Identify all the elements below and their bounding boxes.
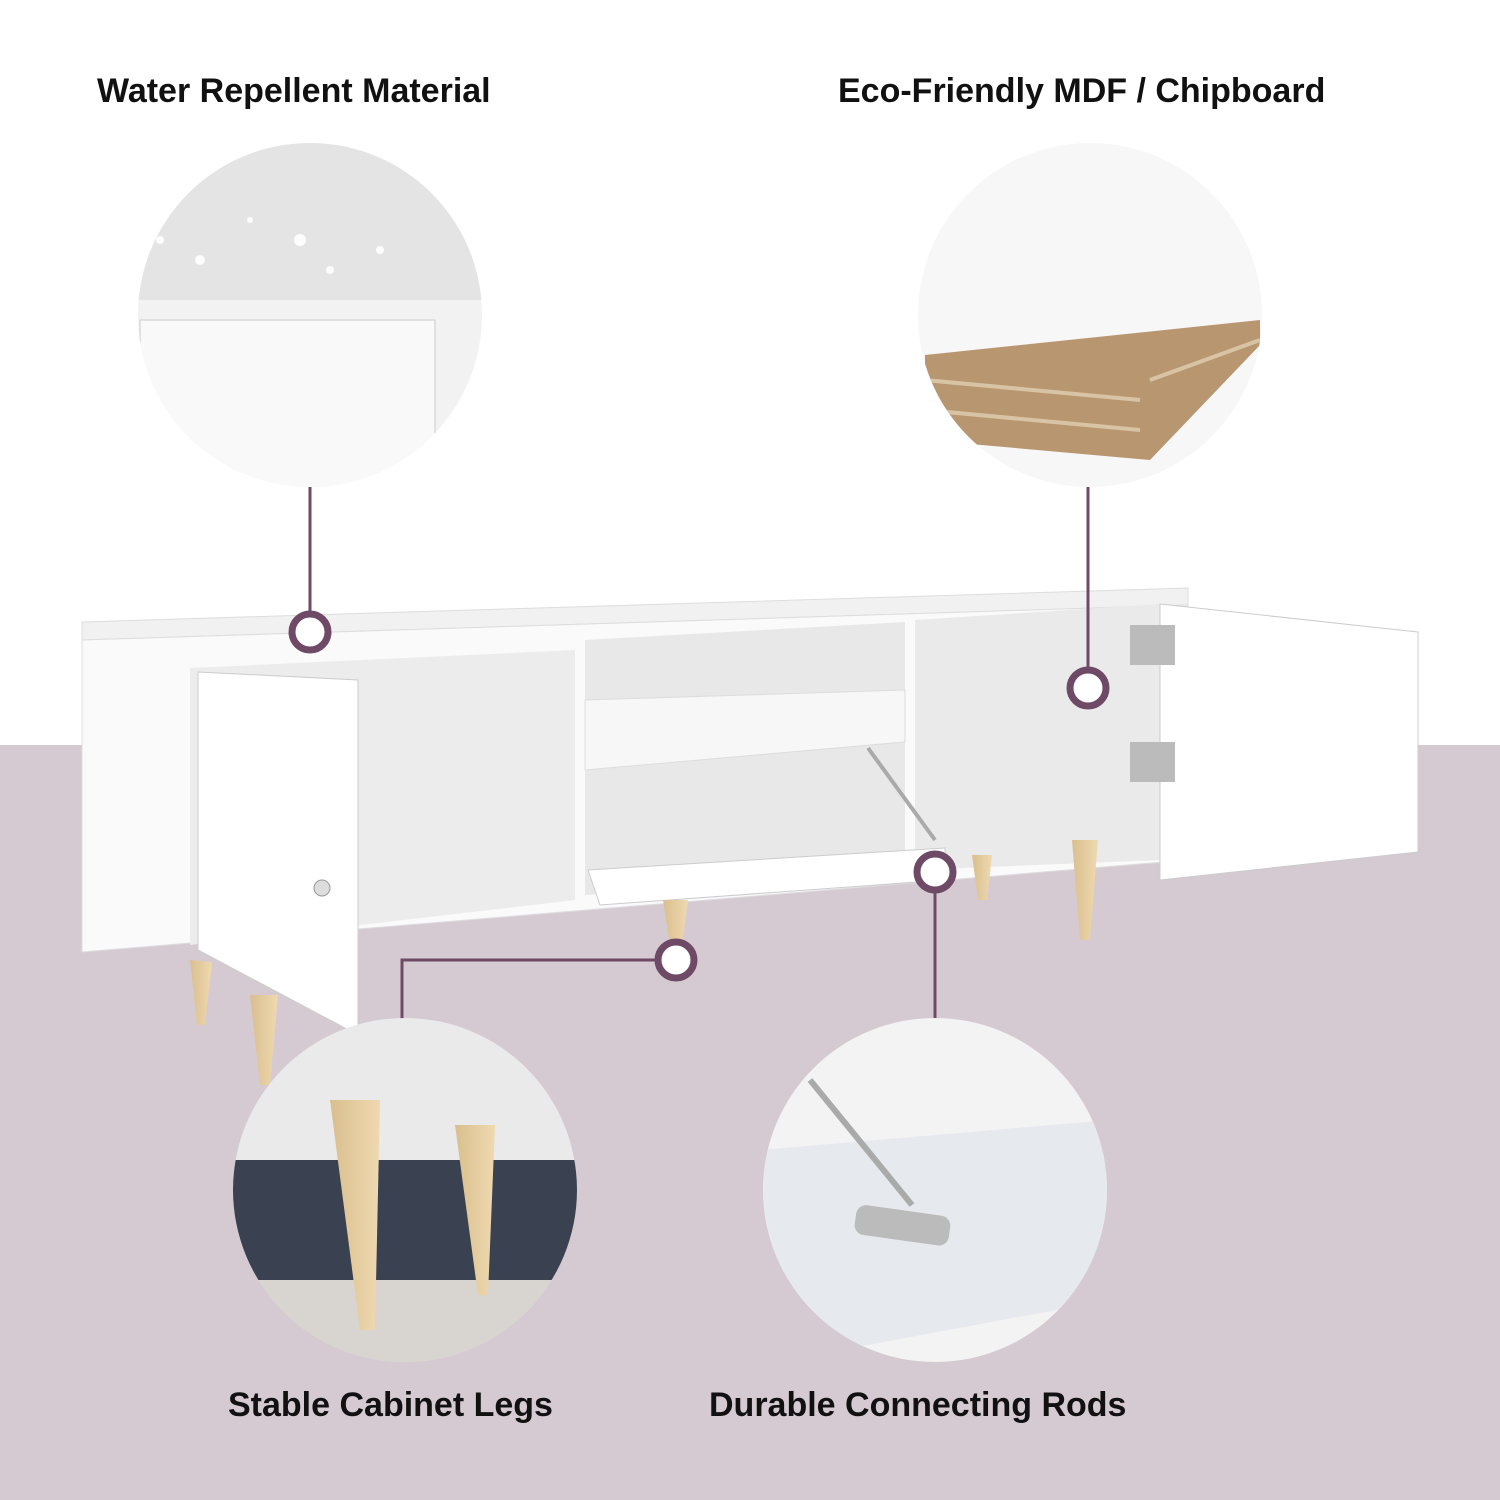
chipboard-detail: [918, 143, 1262, 487]
cabinet-legs-detail: [233, 1018, 577, 1362]
callout-lines: [308, 487, 1090, 1020]
feature-label-eco-friendly: Eco-Friendly MDF / Chipboard: [838, 72, 1326, 110]
feature-label-water-repellent: Water Repellent Material: [97, 72, 491, 110]
feature-label-connecting-rods: Durable Connecting Rods: [709, 1386, 1127, 1424]
feature-label-cabinet-legs: Stable Cabinet Legs: [228, 1386, 553, 1424]
callout-dots: [288, 610, 1110, 982]
tv-cabinet: [81, 587, 1419, 1085]
connecting-rods-detail: [763, 1018, 1107, 1362]
water-repellent-detail: [138, 143, 482, 487]
